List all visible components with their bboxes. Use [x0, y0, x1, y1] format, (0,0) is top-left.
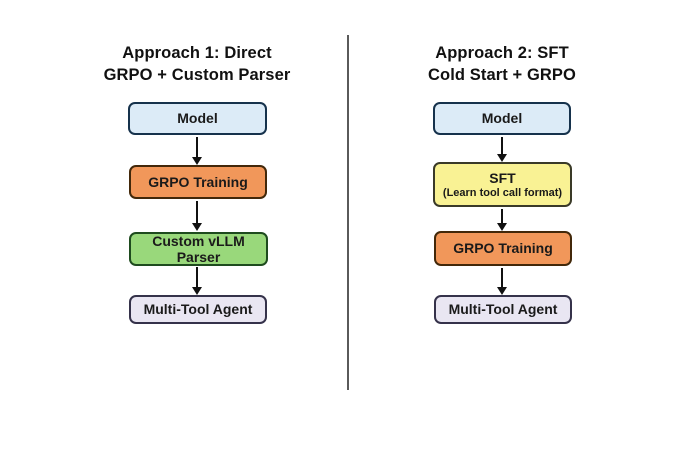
node-label: Model	[481, 110, 523, 127]
arrow-down-icon	[196, 137, 198, 157]
node-model-approach1: Model	[128, 102, 267, 135]
node-label: GRPO Training	[453, 240, 553, 257]
arrow-down-icon	[196, 201, 198, 223]
node-multi-tool-agent-approach1: Multi-Tool Agent	[129, 295, 267, 324]
approach-1-title: Approach 1: Direct GRPO + Custom Parser	[57, 42, 337, 86]
approach-2-title-line2: Cold Start + GRPO	[428, 66, 576, 84]
arrow-down-icon	[501, 209, 503, 223]
node-model-approach2: Model	[433, 102, 571, 135]
node-sublabel: (Learn tool call format)	[442, 186, 563, 199]
node-label: Multi-Tool Agent	[143, 301, 253, 318]
column-divider	[347, 35, 349, 390]
node-grpo-training-approach2: GRPO Training	[434, 231, 572, 266]
arrow-down-icon	[501, 268, 503, 287]
approach-2-title-line1: Approach 2: SFT	[435, 44, 569, 62]
node-sft: SFT (Learn tool call format)	[433, 162, 572, 207]
approach-1-title-line1: Approach 1: Direct	[122, 44, 272, 62]
node-label: SFT	[489, 169, 516, 186]
arrow-down-icon	[501, 137, 503, 154]
node-label: Model	[177, 110, 218, 127]
node-label: Custom vLLM Parser	[152, 232, 245, 265]
arrow-down-icon	[196, 267, 198, 287]
node-label: GRPO Training	[148, 173, 248, 190]
node-custom-vllm-parser: Custom vLLM Parser	[129, 232, 268, 266]
approach-1-title-line2: GRPO + Custom Parser	[103, 66, 291, 84]
approach-2-title: Approach 2: SFT Cold Start + GRPO	[362, 42, 642, 86]
node-grpo-training-approach1: GRPO Training	[129, 165, 267, 199]
node-multi-tool-agent-approach2: Multi-Tool Agent	[434, 295, 572, 324]
node-label: Multi-Tool Agent	[448, 301, 558, 318]
